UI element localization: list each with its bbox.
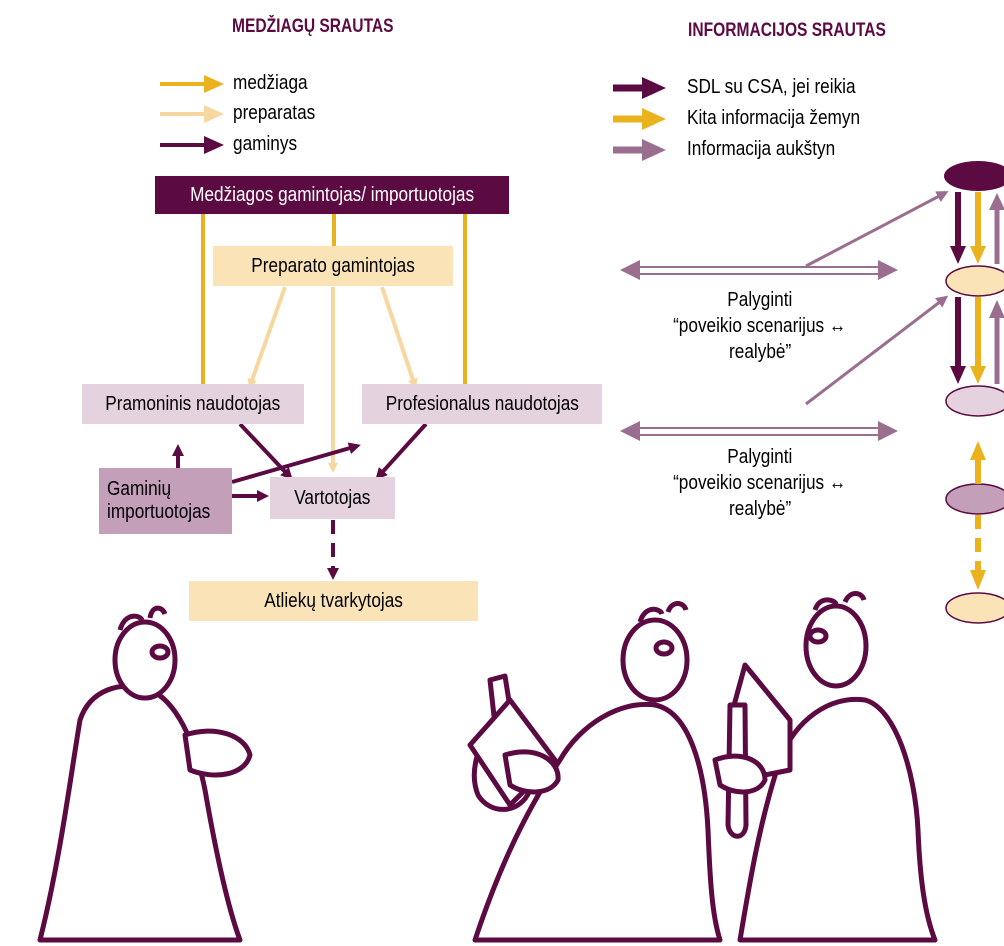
chain-node-importer — [945, 483, 1004, 515]
legend-label-preparation: preparatas — [233, 102, 316, 124]
chain-node-waste — [945, 592, 1004, 624]
supply-chain-column — [944, 161, 1004, 624]
figure-left — [37, 605, 253, 943]
legend-label-substance: medžiaga — [233, 72, 308, 94]
node-article-importer: Gaminių importuotojas — [99, 468, 232, 534]
figure-middle — [467, 601, 723, 943]
node-manufacturer: Medžiagos gamintojas/ importuotojas — [155, 176, 509, 214]
node-industrial-user: Pramoninis naudotojas — [82, 384, 304, 424]
chain-node-user — [945, 385, 1004, 417]
info-up-diagonals — [805, 191, 949, 406]
node-consumer: Vartotojas — [270, 477, 395, 519]
node-professional-user: Profesionalus naudotojas — [362, 384, 602, 424]
compare-label-2: Palyginti “poveikio scenarijus ↔ realybė… — [673, 446, 847, 520]
info-legend-arrows — [613, 77, 666, 161]
legend-label-info-up: Informacija aukštyn — [687, 138, 836, 160]
info-flow-header: INFORMACIJOS SRAUTAS — [688, 20, 886, 41]
chain-node-manufacturer — [944, 161, 1004, 191]
legend-label-sds: SDL su CSA, jei reikia — [687, 76, 856, 98]
preparation-arrows — [247, 286, 418, 473]
compare-double-arrows — [620, 260, 898, 441]
chain-node-formulator — [945, 265, 1004, 297]
figure-right — [712, 591, 938, 943]
node-formulator: Preparato gamintojas — [213, 246, 453, 286]
article-arrows — [172, 422, 428, 580]
compare-label-1: Palyginti “poveikio scenarijus ↔ realybė… — [673, 289, 847, 363]
material-legend-arrows — [160, 75, 224, 154]
node-waste-handler: Atliekų tvarkytojas — [189, 581, 478, 621]
legend-label-other-info: Kita informacija žemyn — [687, 107, 861, 129]
material-flow-header: MEDŽIAGŲ SRAUTAS — [232, 16, 394, 37]
legend-label-article: gaminys — [233, 133, 298, 155]
